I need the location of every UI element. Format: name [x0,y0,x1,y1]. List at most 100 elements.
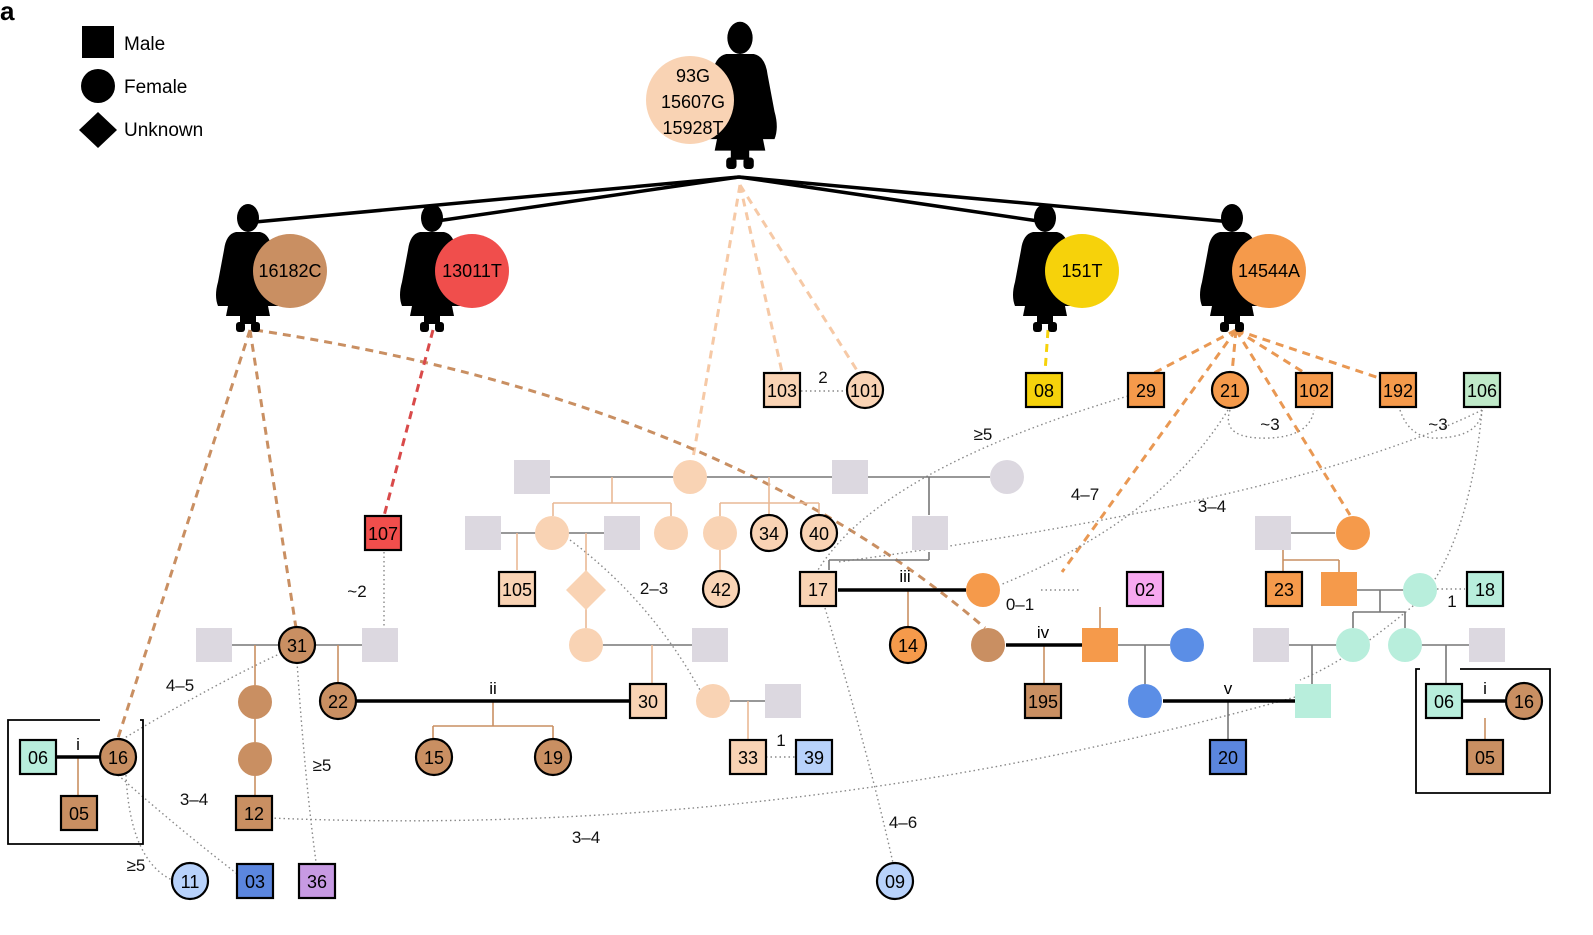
unsampled-female-node [654,516,688,550]
individual-16-left: 16 [98,737,138,777]
inset-frames [7,668,1551,845]
unsampled-male-node [196,628,232,662]
unsampled-female-node [1403,573,1437,607]
svg-text:19: 19 [543,748,563,768]
legend-label-unknown: Unknown [124,120,203,141]
unsampled-female-node [238,685,272,719]
svg-text:23: 23 [1274,580,1294,600]
distance-label: 2 [818,368,827,387]
individual-02: 02 [1125,570,1165,608]
svg-text:192: 192 [1383,381,1413,401]
distance-label: 1 [1447,592,1456,611]
unsampled-female-node [569,628,603,662]
individual-08: 08 [1024,371,1064,409]
unsampled-male-node [832,460,868,494]
individual-195: 195 [1023,682,1063,720]
lineage-13011T: 13011T [400,204,509,332]
svg-text:40: 40 [809,524,829,544]
distance-label: ≥5 [127,856,146,875]
roman-label-v: v [1224,679,1233,698]
distance-label: 4–6 [889,813,917,832]
root-variant: 93G [676,66,710,86]
root-variant: 15607G [661,92,725,112]
svg-text:33: 33 [738,748,758,768]
lineage-14544A: 14544A [1200,204,1306,332]
svg-text:106: 106 [1467,381,1497,401]
unsampled-male-node [765,684,801,718]
lineage-variant-circle [253,234,327,308]
svg-text:103: 103 [767,381,797,401]
unsampled-female-node [990,460,1024,494]
individual-102: 102 [1294,371,1334,409]
individual-23: 23 [1264,570,1304,608]
svg-text:101: 101 [850,381,880,401]
unsampled-male-node [514,460,550,494]
distance-label: ~2 [347,582,366,601]
lineage-variant-circle [435,234,509,308]
individual-31: 31 [277,625,317,665]
distance-label: 3–4 [1198,497,1226,516]
legend-label-female: Female [124,77,187,98]
unsampled-female-node [238,742,272,776]
individual-16-right: 16 [1504,681,1544,721]
svg-text:06: 06 [1434,692,1454,712]
individual-29: 29 [1126,371,1166,409]
lineage-variant: 151T [1061,261,1102,281]
svg-text:02: 02 [1135,580,1155,600]
svg-text:36: 36 [307,872,327,892]
unsampled-unknown-node [566,570,606,610]
individual-15: 15 [414,737,454,777]
legend: Male Female Unknown [79,26,203,148]
unsampled-female-node [673,460,707,494]
labeled-individuals: 103 101 08 29 21 102 192 106 107 34 40 1… [18,370,1544,901]
svg-text:16: 16 [1514,692,1534,712]
roman-labels: i ii iii iv v i [76,567,1487,754]
unsampled-male-node [1469,628,1505,662]
individual-09: 09 [875,861,915,901]
lineage-variant: 14544A [1238,261,1300,281]
unsampled-female-node [1336,516,1370,550]
svg-text:18: 18 [1475,580,1495,600]
individual-12: 12 [234,794,274,832]
root-variant-circle [646,56,734,144]
individual-21: 21 [1210,370,1250,410]
individual-30: 30 [628,682,668,720]
legend-unknown-diamond-icon [79,112,117,148]
individual-20: 20 [1208,738,1248,776]
svg-text:39: 39 [804,748,824,768]
lineage-16182C: 16182C [216,204,327,332]
svg-text:09: 09 [885,872,905,892]
svg-text:107: 107 [368,524,398,544]
unsampled-female-node [1170,628,1204,662]
root-branch-lines [254,175,1233,224]
individual-39: 39 [794,738,834,776]
svg-text:17: 17 [808,580,828,600]
marriage-lines [56,588,1506,759]
svg-text:42: 42 [711,580,731,600]
individual-192: 192 [1378,371,1418,409]
unsampled-male-node [692,628,728,662]
svg-text:16: 16 [108,748,128,768]
individual-36: 36 [297,862,337,900]
individual-14: 14 [888,625,928,665]
individual-106: 106 [1462,371,1502,409]
distance-label: 3–4 [572,828,600,847]
svg-text:31: 31 [287,636,307,656]
lineage-variant: 13011T [442,261,502,281]
individual-11: 11 [170,861,210,901]
svg-text:11: 11 [181,872,200,892]
unsampled-male-node [362,628,398,662]
roman-label-iv: iv [1037,623,1050,642]
individual-17: 17 [798,570,838,608]
distance-label: 3–4 [180,790,208,809]
roman-label-ii: ii [489,679,497,698]
unsampled-male-node [1253,628,1289,662]
roman-label-i-left: i [76,735,80,754]
lineage-dashed-lines [116,184,1386,739]
root-variant: 15928T [662,118,723,138]
distance-label: ~3 [1260,415,1279,434]
individual-19: 19 [533,737,573,777]
panel-label: a [0,0,15,26]
unsampled-male-node [912,516,948,550]
